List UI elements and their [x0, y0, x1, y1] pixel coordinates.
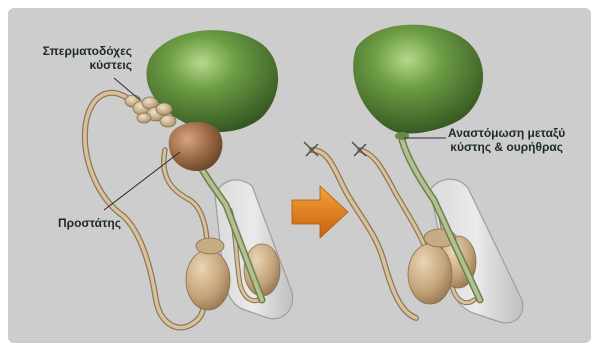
- before-surgery-figure: [85, 30, 293, 327]
- anastomosis-label-line2: κύστης & ουρήθρας: [448, 140, 565, 154]
- anastomosis-label: Αναστόμωση μεταξύ κύστης & ουρήθρας: [448, 126, 565, 154]
- seminal-vesicles-label-line1: Σπερματοδόχες: [14, 44, 132, 58]
- seminal-vesicles-label: Σπερματοδόχες κύστεις: [14, 44, 132, 72]
- testis-right-front: [408, 244, 452, 304]
- cut-vas-deferens-1: [312, 150, 416, 318]
- testis-left-front: [186, 250, 230, 310]
- after-surgery-figure: [304, 25, 523, 323]
- cut-vas-deferens-2: [360, 150, 430, 260]
- prostate-label: Προστάτης: [58, 216, 121, 230]
- prostate-gland: [169, 122, 223, 171]
- seminal-vesicles-label-line2: κύστεις: [14, 58, 132, 72]
- anastomosis-label-line1: Αναστόμωση μεταξύ: [448, 126, 565, 140]
- diagram-frame: Σπερματοδόχες κύστεις Προστάτης Αναστόμω…: [8, 8, 591, 343]
- prostate-label-text: Προστάτης: [58, 216, 121, 230]
- right-arrow-icon: [292, 186, 348, 238]
- bladder-right: [353, 25, 483, 134]
